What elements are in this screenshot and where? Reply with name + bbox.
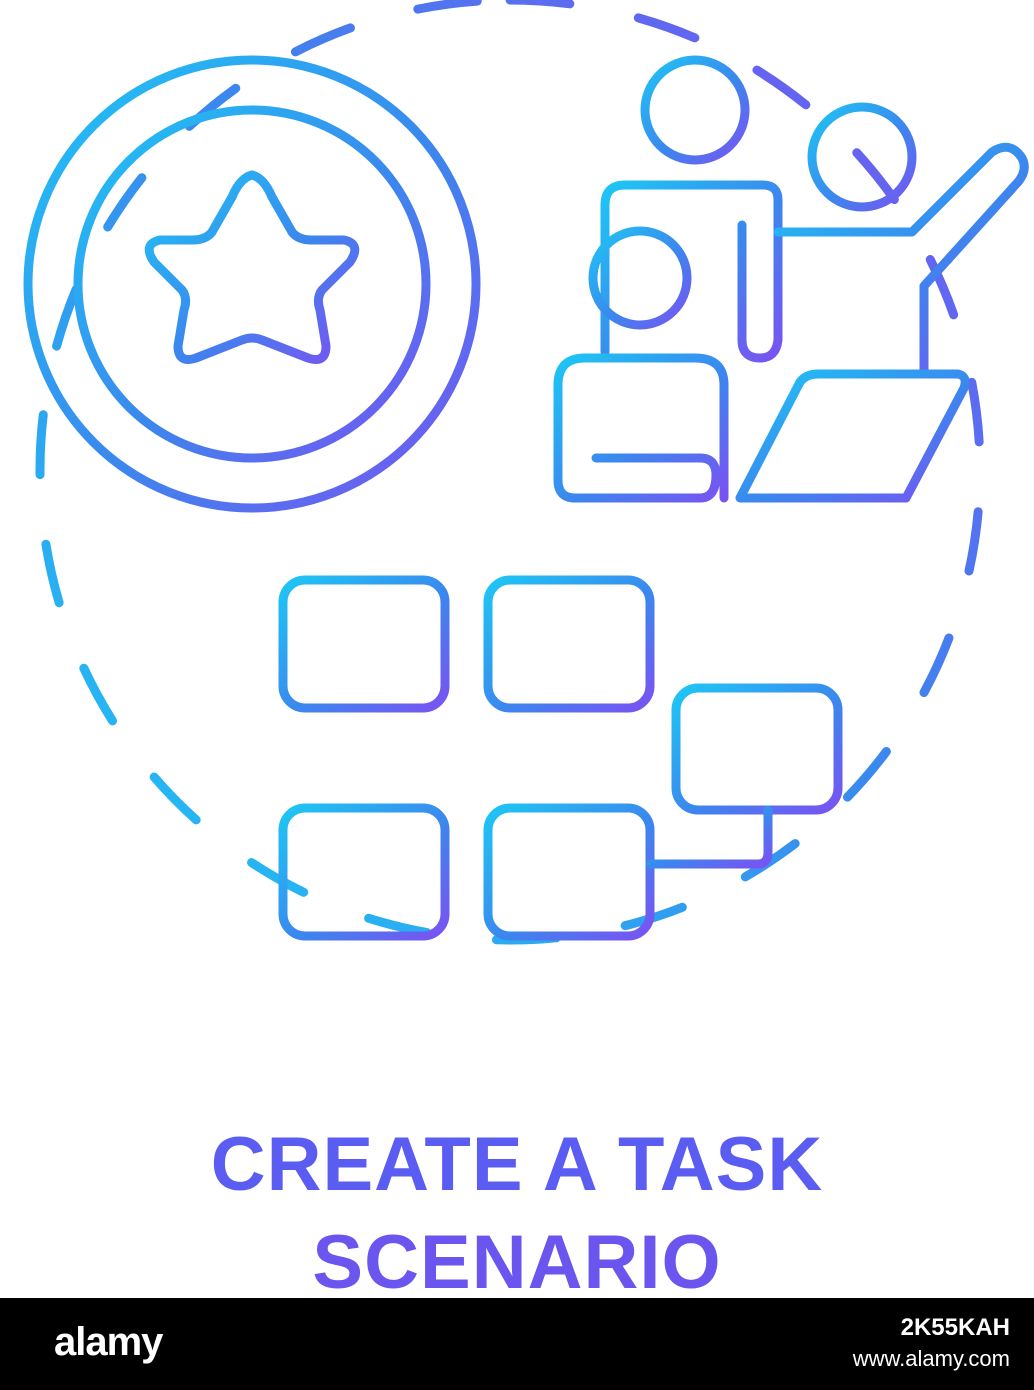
site-url: www.alamy.com [852,1346,1010,1372]
image-id: 2K55KAH [900,1314,1010,1341]
laptop-icon [635,369,970,505]
alamy-logo: alamy [54,1320,163,1364]
caption-line-2: SCENARIO [312,1220,722,1305]
caption-line-1: CREATE A TASK [210,1122,824,1207]
target-icon [1,31,503,533]
watermark-footer: alamy 2K55KAH www.alamy.com [0,1298,1034,1390]
flowchart-icon [278,575,843,941]
team-icon [553,55,1029,503]
image-id-block: 2K55KAH www.alamy.com [853,1312,1010,1374]
concept-icon-illustration [1,0,1029,945]
star-icon [144,170,360,364]
